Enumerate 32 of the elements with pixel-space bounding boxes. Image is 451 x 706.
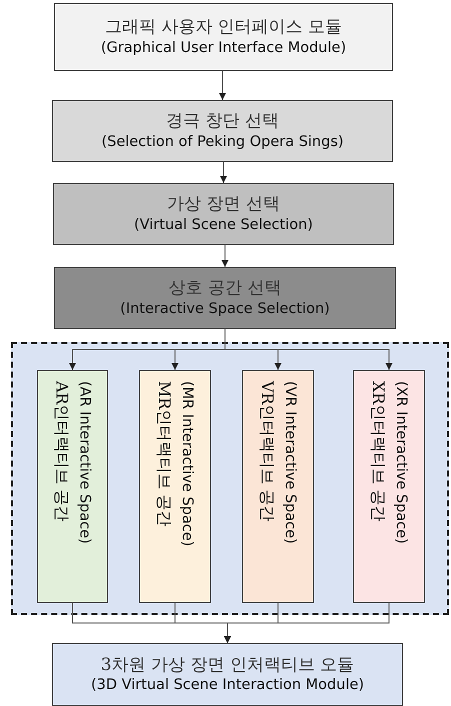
box-subtitle: (Selection of Peking Opera Sings) (101, 134, 344, 151)
arrow (219, 70, 226, 100)
box-title: 가상 장면 선택 (167, 194, 280, 214)
box-subtitle: (Interactive Space Selection) (120, 300, 330, 318)
space-label: (VR Interactive Space) (281, 381, 300, 544)
space-box (37, 370, 108, 603)
arrow (224, 602, 390, 644)
space-label: AR인터랙티브 공간 (51, 381, 72, 522)
space-label: (MR Interactive Space) (178, 381, 196, 546)
process-box (52, 100, 393, 162)
process-box (52, 643, 403, 706)
space-label: (AR Interactive Space) (76, 381, 94, 544)
box-subtitle: (Graphical User Interface Module) (100, 40, 346, 57)
space-box (353, 370, 425, 603)
process-box (53, 183, 394, 245)
space-label: XR인터랙티브 공간 (368, 381, 388, 522)
group-container (11, 342, 449, 615)
space-label: (XR Interactive Space) (392, 381, 410, 544)
process-box (54, 267, 396, 329)
space-box (139, 370, 211, 603)
box-subtitle: (3D Virtual Scene Interaction Module) (90, 677, 364, 694)
box-title: 3차원 가상 장면 인처랙티브 오듈 (100, 654, 354, 675)
arrow (220, 162, 227, 184)
box-title: 경극 창단 선택 (166, 111, 279, 132)
box-title: 그래픽 사용자 인터페이스 모듈 (104, 17, 342, 38)
box-subtitle: (Virtual Scene Selection) (134, 216, 313, 234)
arrow (222, 244, 228, 268)
space-box (242, 370, 314, 603)
space-label: MR인터랙티브 공간 (154, 381, 174, 527)
box-title: 상호 공간 선택 (168, 278, 282, 298)
space-label: VR인터랙티브 공간 (256, 381, 277, 522)
process-box (54, 3, 393, 71)
